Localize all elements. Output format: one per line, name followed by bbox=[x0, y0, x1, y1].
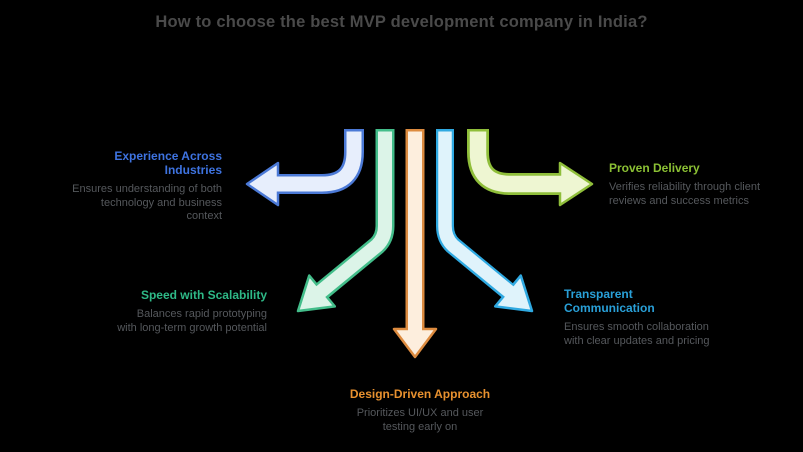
transparent-arrow-band-fill bbox=[438, 131, 522, 304]
speed-arrow-band-fill bbox=[308, 131, 392, 304]
section-speed: Speed with Scalability Balances rapid pr… bbox=[117, 288, 267, 335]
proven-arrow bbox=[467, 129, 594, 207]
section-speed-description: Balances rapid prototyping with long-ter… bbox=[117, 308, 267, 334]
section-transparent-description: Ensures smooth collaboration with clear … bbox=[564, 321, 710, 347]
design-arrow bbox=[392, 129, 438, 359]
proven-arrow-band-fill bbox=[469, 131, 572, 193]
section-experience-description: Ensures understanding of both technology… bbox=[72, 183, 222, 222]
section-design: Design-Driven Approach Prioritizes UI/UX… bbox=[342, 387, 498, 434]
transparent-arrow bbox=[436, 129, 534, 313]
section-experience: Experience Across Industries Ensures und… bbox=[72, 149, 222, 224]
section-proven-description: Verifies reliability through client revi… bbox=[609, 181, 761, 207]
section-transparent: Transparent Communication Ensures smooth… bbox=[564, 287, 720, 348]
speed-arrow bbox=[296, 129, 395, 313]
page-title: How to choose the best MVP development c… bbox=[155, 13, 648, 31]
section-experience-title: Experience Across Industries bbox=[114, 149, 222, 177]
section-design-title: Design-Driven Approach bbox=[349, 387, 491, 401]
experience-arrow bbox=[245, 129, 364, 207]
section-proven: Proven Delivery Verifies reliability thr… bbox=[609, 161, 789, 208]
section-speed-title: Speed with Scalability bbox=[140, 288, 267, 302]
section-design-description: Prioritizes UI/UX and user testing early… bbox=[356, 407, 484, 433]
section-proven-title: Proven Delivery bbox=[609, 161, 700, 175]
experience-arrow-band-fill bbox=[266, 131, 362, 192]
section-transparent-title: Transparent Communication bbox=[564, 287, 655, 315]
